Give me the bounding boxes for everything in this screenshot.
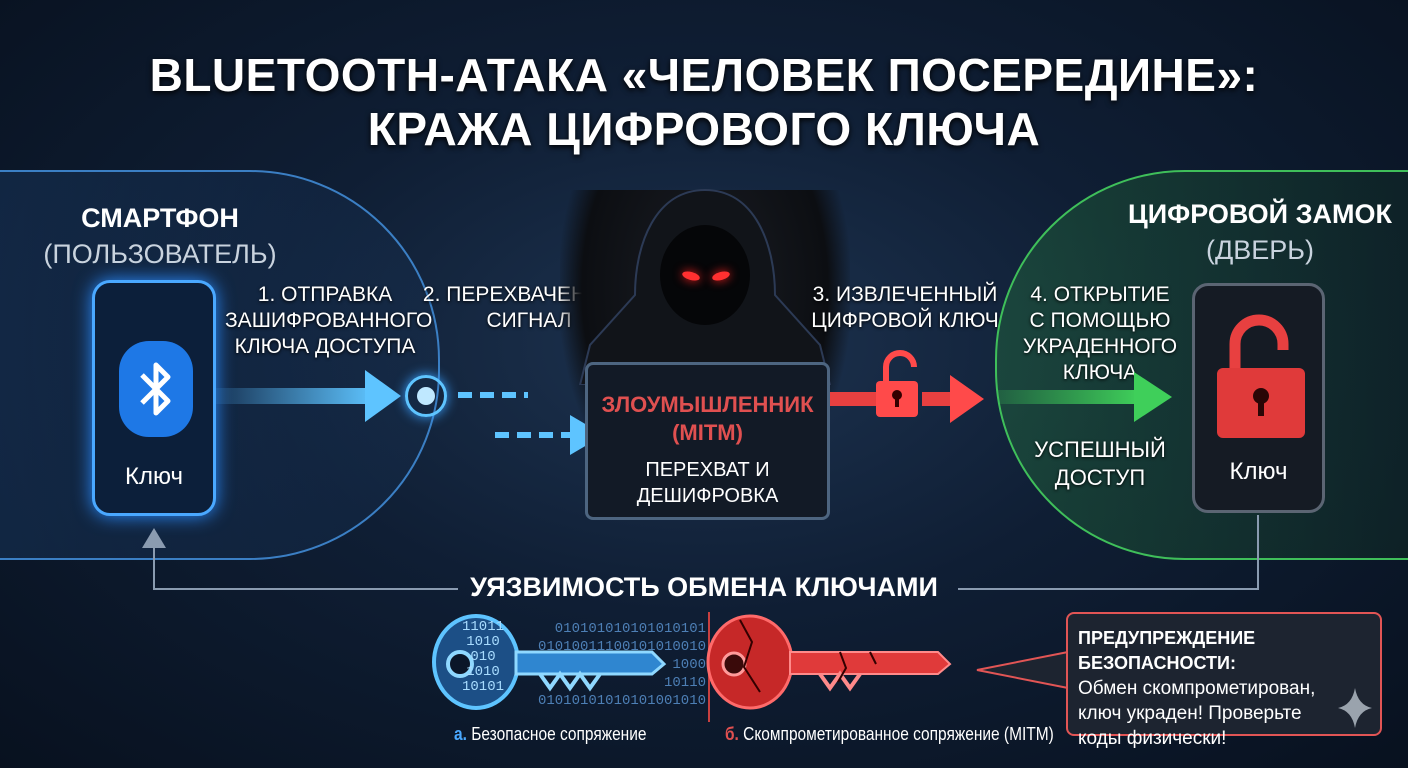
attacker-action: ДЕШИФРОВКА: [636, 485, 779, 507]
security-warning-box: ПРЕДУПРЕЖДЕНИЕ БЕЗОПАСНОСТИ: Обмен скомп…: [1066, 612, 1382, 749]
step-4-line: УКРАДЕННОГО: [1022, 335, 1178, 358]
binary-line: 1000: [672, 657, 706, 673]
callout-pointer: [976, 651, 1069, 689]
step-4-line: 4. ОТКРЫТИЕ: [1030, 283, 1170, 306]
broken-red-key-icon: [706, 614, 952, 710]
digital-lock: Ключ: [1192, 283, 1325, 513]
loop-line: [153, 588, 458, 590]
intercept-dashed-line: [495, 432, 585, 438]
step-1-label: 1. ОТПРАВКА ЗАШИФРОВАННОГО КЛЮЧА ДОСТУПА: [225, 282, 433, 360]
phone-key-label: Ключ: [125, 463, 183, 490]
arrow-head-icon: [365, 370, 401, 422]
lock-heading: ЦИФРОВОЙ ЗАМОК (ДВЕРЬ): [1110, 196, 1408, 268]
lock-subtitle: (ДВЕРЬ): [1205, 235, 1314, 265]
key-digit-line: 1010: [466, 664, 500, 680]
extract-arrow: [830, 392, 880, 406]
step-4-label: 4. ОТКРЫТИЕ С ПОМОЩЬЮ УКРАДЕННОГО КЛЮЧА: [1015, 282, 1185, 386]
success-line: УСПЕШНЫЙ: [1034, 437, 1166, 462]
secure-key-icon: [432, 614, 667, 710]
step-2-line: СИГНАЛ: [486, 309, 572, 332]
step-3-line: ЦИФРОВОЙ КЛЮЧ: [811, 309, 999, 332]
title-line-2: КРАЖА ЦИФРОВОГО КЛЮЧА: [367, 103, 1041, 155]
smartphone-subtitle: (ПОЛЬЗОВАТЕЛЬ): [43, 239, 277, 269]
attacker-laptop: ЗЛОУМЫШЛЕННИК (MITM) ПЕРЕХВАТ И ДЕШИФРОВ…: [585, 362, 830, 520]
loop-line: [1257, 515, 1259, 590]
lock-key-label: Ключ: [1229, 458, 1288, 485]
step-3-line: 3. ИЗВЛЕЧЕННЫЙ: [812, 283, 998, 306]
success-line: ДОСТУП: [1054, 465, 1146, 490]
loop-line: [958, 588, 1258, 590]
open-arrow: [998, 390, 1138, 404]
smartphone: Ключ: [92, 280, 216, 516]
success-label: УСПЕШНЫЙ ДОСТУП: [1025, 436, 1175, 492]
key-digits: 11011 1010 010 1010 10101: [458, 620, 508, 695]
step-1-line: ЗАШИФРОВАННОГО: [225, 309, 433, 332]
step-4-line: КЛЮЧА: [1062, 361, 1138, 384]
binary-line: 01010101010101001010: [537, 693, 706, 709]
smartphone-title: СМАРТФОН: [81, 203, 239, 233]
step-1-line: КЛЮЧА ДОСТУПА: [234, 335, 416, 358]
compromised-label: Скомпрометированное сопряжение (MITM): [743, 724, 1054, 744]
warning-heading: ПРЕДУПРЕЖДЕНИЕ БЕЗОПАСНОСТИ:: [1078, 628, 1256, 673]
secure-pairing-caption: а. Безопасное сопряжение: [454, 724, 646, 745]
bluetooth-icon: [119, 341, 193, 437]
warning-line: ключ украден! Проверьте: [1078, 703, 1302, 724]
red-unlocked-padlock-icon: [876, 350, 984, 423]
warning-line: коды физически!: [1078, 728, 1227, 749]
key-digit-line: 10101: [461, 679, 504, 695]
attacker-tag: (MITM): [672, 420, 743, 445]
binary-stream: 010101010101010101 01010011100101010010 …: [528, 620, 706, 710]
intercept-dashed-line: [458, 392, 528, 398]
key-digit-line: 1010: [466, 634, 500, 650]
arrow-head-icon: [1134, 372, 1172, 422]
vulnerability-label: УЯЗВИМОСТЬ ОБМЕНА КЛЮЧАМИ: [470, 572, 938, 602]
hacker-hood-icon: [578, 188, 832, 385]
sparkle-icon: [1338, 688, 1372, 728]
secure-letter: а.: [454, 724, 467, 744]
signal-node-icon: [405, 375, 447, 417]
smartphone-panel: [0, 170, 440, 560]
lock-title: ЦИФРОВОЙ ЗАМОК: [1128, 199, 1392, 229]
secure-label: Безопасное сопряжение: [471, 724, 647, 744]
send-arrow: [215, 388, 375, 404]
attacker-action: ПЕРЕХВАТ И: [645, 459, 770, 481]
compromised-letter: б.: [725, 724, 739, 744]
title-line-1: BLUETOOTH-АТАКА «ЧЕЛОВЕК ПОСЕРЕДИНЕ»:: [149, 49, 1259, 101]
compromised-pairing-caption: б. Скомпрометированное сопряжение (MITM): [725, 724, 1054, 745]
unlocked-padlock-icon: [1217, 314, 1305, 438]
warning-line: Обмен скомпрометирован,: [1078, 678, 1316, 699]
binary-line: 010101010101010101: [554, 621, 706, 637]
arrow-up-icon: [142, 528, 166, 548]
binary-line: 10110: [663, 675, 706, 691]
step-4-line: С ПОМОЩЬЮ: [1029, 309, 1171, 332]
key-digit-line: 010: [470, 649, 496, 665]
smartphone-heading: СМАРТФОН (ПОЛЬЗОВАТЕЛЬ): [40, 200, 280, 272]
attacker-name: ЗЛОУМЫШЛЕННИК: [601, 392, 814, 417]
key-digit-line: 11011: [461, 619, 504, 635]
loop-line: [153, 545, 155, 589]
binary-line: 01010011100101010010: [537, 639, 706, 655]
step-3-label: 3. ИЗВЛЕЧЕННЫЙ ЦИФРОВОЙ КЛЮЧ: [800, 282, 1010, 334]
step-1-line: 1. ОТПРАВКА: [257, 283, 393, 306]
